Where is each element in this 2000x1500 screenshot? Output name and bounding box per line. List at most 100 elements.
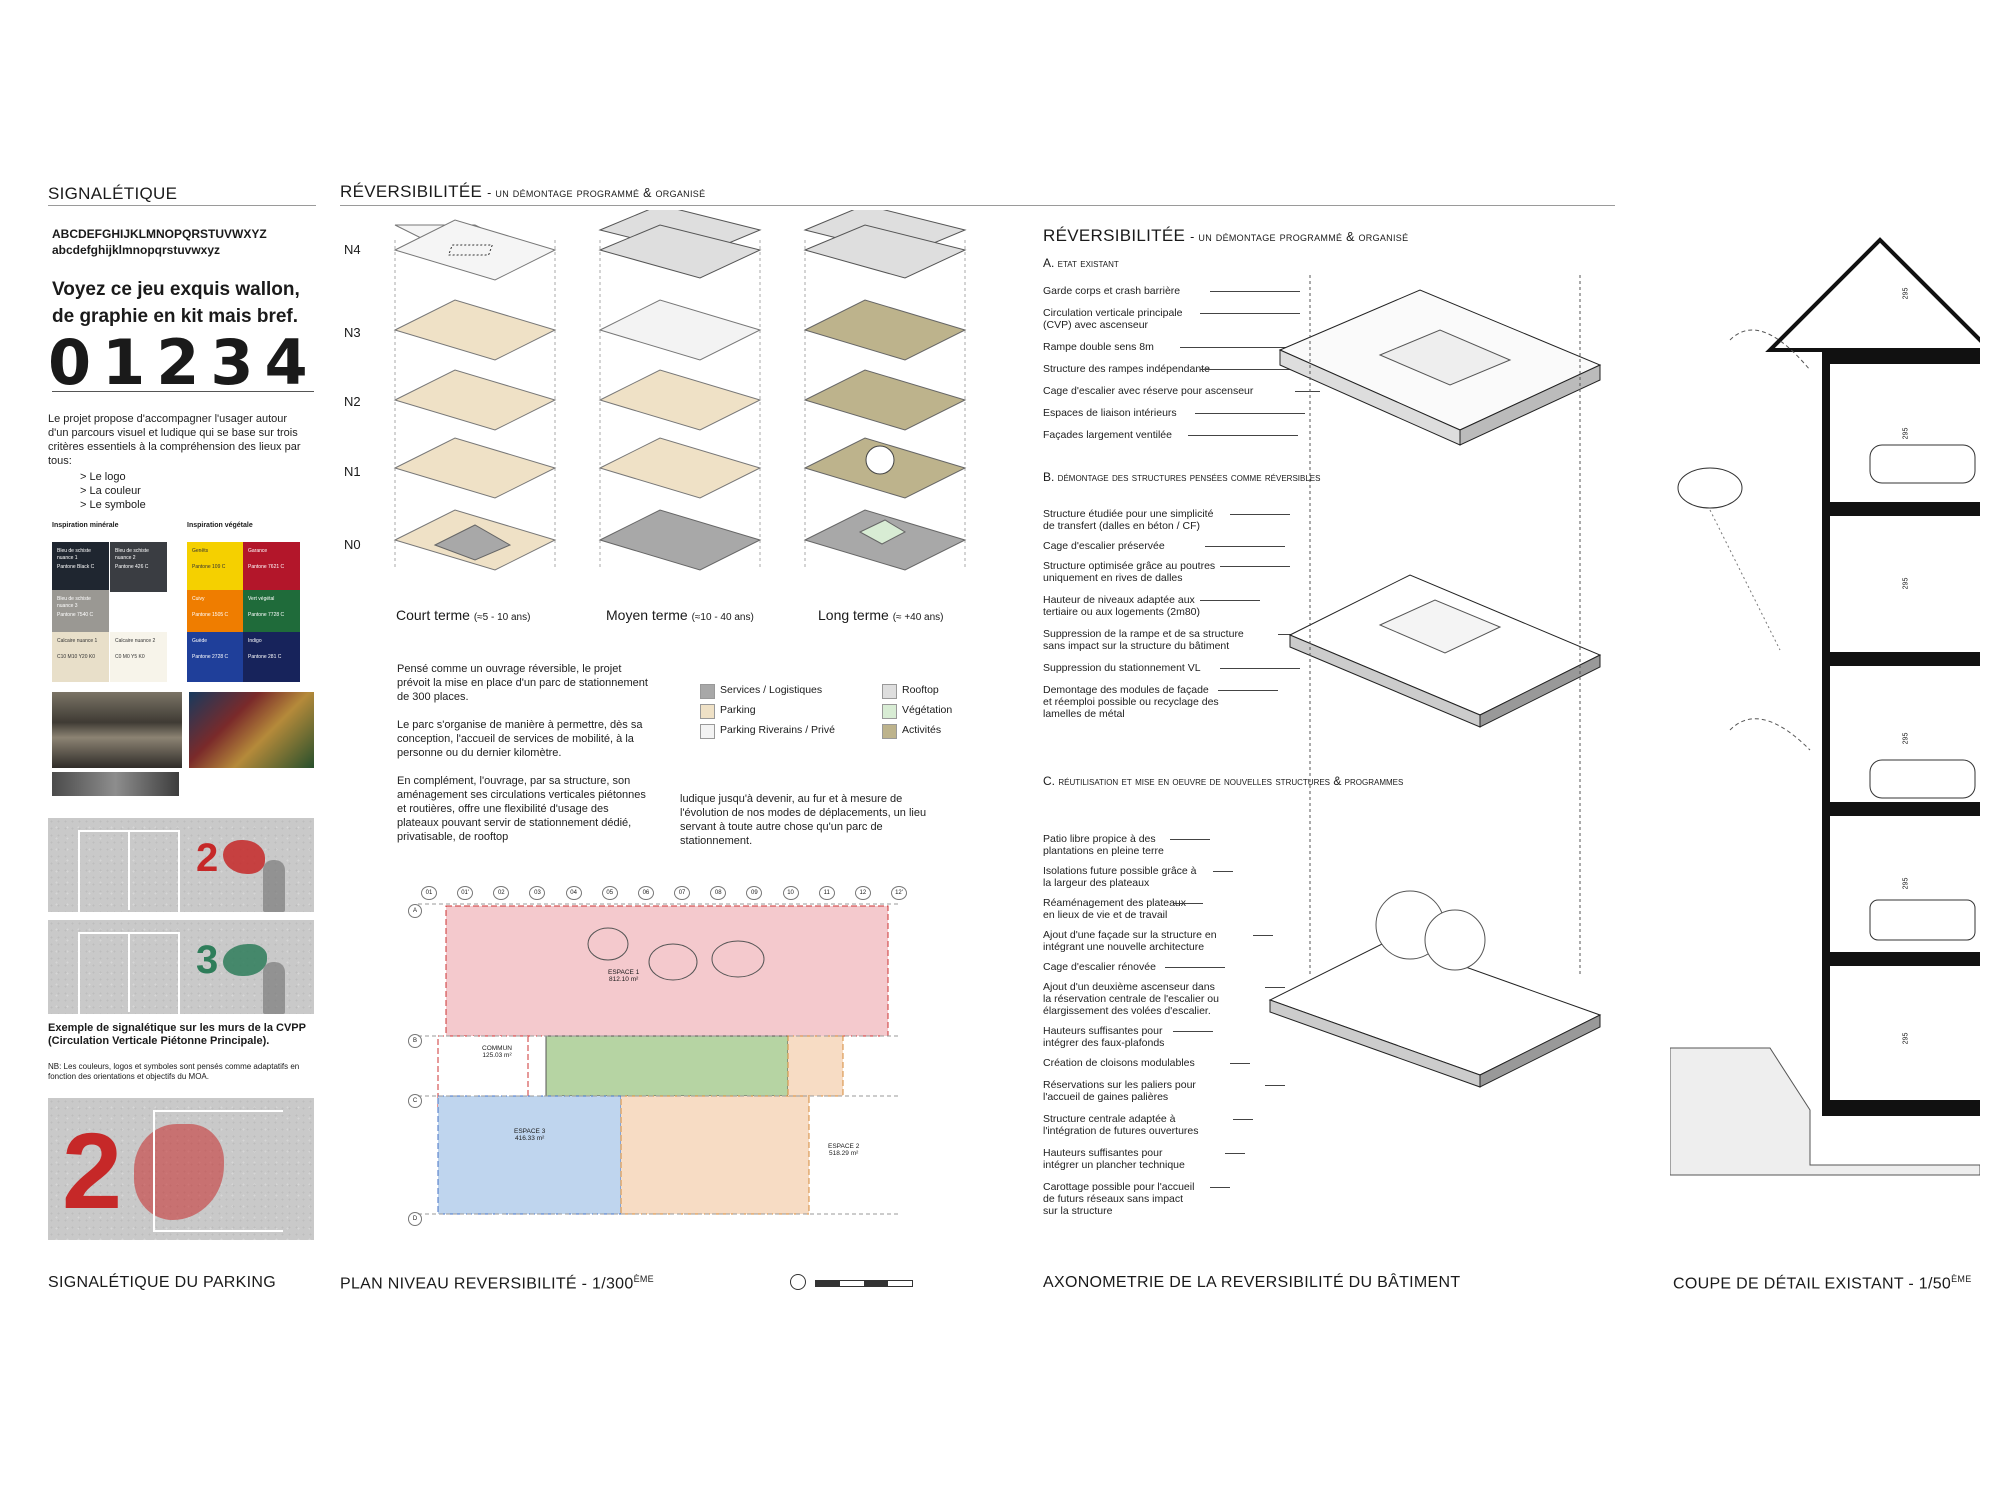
axon-label: élargissement des volées d'escalier. [1043,1005,1211,1017]
espace-2-label: ESPACE 2 518.29 m² [828,1143,859,1157]
ground-slab [1822,1100,1980,1116]
swatch-code: Pantone 281 C [248,654,282,660]
leader-line [1230,514,1290,515]
axon-label: Ajout d'une façade sur la structure en [1043,929,1217,941]
legend-label: Parking Riverains / Privé [720,724,835,736]
level-label-n1: N1 [344,464,361,479]
swatch-code: Pantone 426 C [115,564,149,570]
level-symbol-icon [134,1124,224,1220]
swatch-code: Pantone 7728 C [248,612,285,618]
axon-label: uniquement en rives de dalles [1043,572,1183,584]
axon-subtitle: - un démontage programmé & organisé [1190,230,1409,244]
grid-axis-label: 01 [421,886,437,900]
criterion-couleur: > La couleur [80,485,141,497]
pangram-line-1: Voyez ce jeu exquis wallon, [52,279,300,300]
axon-label: lamelles de métal [1043,708,1125,720]
rooftop-slab [803,224,967,279]
activites-slab [803,369,967,431]
leader-line [1200,369,1290,370]
leader-line [1220,668,1300,669]
leader-line [1225,1153,1245,1154]
axon-label: Structure optimisée grâce au poutres [1043,560,1216,572]
axon-label: de transfert (dalles en béton / CF) [1043,520,1200,532]
reversibilite-subtitle: - un démontage programmé & organisé [487,186,706,200]
axon-label: Hauteur de niveaux adaptée aux [1043,594,1195,606]
slab-n2 [393,369,557,431]
signaletique-intro: Le projet propose d'accompagner l'usager… [48,413,301,467]
space-name: ESPACE 3 [514,1128,546,1135]
legend-swatch [882,684,897,699]
legend-label: Activités [902,724,942,736]
leader-line [1265,1085,1285,1086]
tapestry-photo [189,692,314,768]
meeting-bubble [711,940,765,978]
leader-line [1213,871,1233,872]
plan-title-sup: ÈME [633,1274,654,1284]
airflow-arrow [1729,329,1811,371]
axon-label: plantations en pleine terre [1043,845,1164,857]
space-name: COMMUN [482,1045,512,1052]
axon-label: la réservation centrale de l'escalier ou [1043,993,1219,1005]
criterion-logo: > Le logo [80,471,126,483]
grid-axis-label: 08 [710,886,727,900]
espace-3-label: ESPACE 3 416.33 m² [514,1128,545,1142]
tree-icon [1424,909,1486,971]
leader-line [1165,967,1225,968]
axon-label: de futurs réseaux sans impact [1043,1193,1184,1205]
grid-axis-label: 06 [637,886,654,900]
axon-label: Structure centrale adaptée à [1043,1113,1176,1125]
space-area: 416.33 m² [515,1135,545,1142]
swatch-name: Calcaire nuance 2 [115,638,156,644]
grid-axis-label: A [408,904,422,918]
dimension-label: 295 [1902,577,1910,590]
axon-label: tertiaire ou aux logements (2m80) [1043,606,1200,618]
guide-line [153,1110,155,1232]
swatch-code: C10 M10 Y20 K0 [57,654,95,660]
stage-range: (≈10 - 40 ans) [691,612,754,623]
axon-label: Espaces de liaison intérieurs [1043,407,1177,419]
alphabet-upper: ABCDEFGHIJKLMNOPQRSTUVWXYZ [52,227,267,241]
axon-label: intégrer des faux-plafonds [1043,1037,1165,1049]
dimension-label: 295 [1902,877,1910,890]
swatch-code: C0 M0 Y5 K0 [115,654,145,660]
divider [48,205,316,206]
slab [1822,502,1980,516]
car-icon [1869,759,1976,799]
services-area [433,524,512,561]
color-swatch: Calcaire nuance 2 C0 M0 Y5 K0 [110,632,167,682]
legend-swatch [700,704,715,719]
pangram-line-2: de graphie en kit mais bref. [52,306,299,327]
axon-label: et réemploi possible ou recyclage des [1043,696,1219,708]
reversibilite-para-2: Le parc s'organise de manière à permettr… [397,719,643,759]
leader-line [1195,413,1305,414]
vegetation-patch [858,519,907,545]
chateau-photo [52,692,182,768]
stage-name: Long terme [818,607,889,623]
leader-line [1173,903,1203,904]
legend-swatch [700,724,715,739]
swatch-name: Guède [192,638,208,644]
stage-moyen-terme [598,210,762,571]
coupe-title-text: COUPE DE DÉTAIL EXISTANT - 1/50 [1673,1275,1952,1293]
grid-axis-label: 02 [493,886,510,900]
stage-court-terme [393,219,557,571]
swatch-name: Garance [248,548,268,554]
slab-n0 [598,509,762,571]
leader-line [1188,435,1298,436]
espace-1-zone [445,905,889,1037]
axon-label: Suppression du stationnement VL [1043,662,1201,674]
guide-line [153,1110,283,1112]
grid-axis-label: B [408,1034,422,1048]
tree-icon [865,445,895,475]
rain-lines [1709,509,1781,651]
scale-bar [815,1280,913,1287]
grid-axis-label: C [408,1094,422,1108]
space-area: 125.03 m² [482,1052,512,1059]
grid-axis-label: D [408,1212,422,1226]
level-label-n4: N4 [344,242,361,257]
leader-line [1265,987,1285,988]
